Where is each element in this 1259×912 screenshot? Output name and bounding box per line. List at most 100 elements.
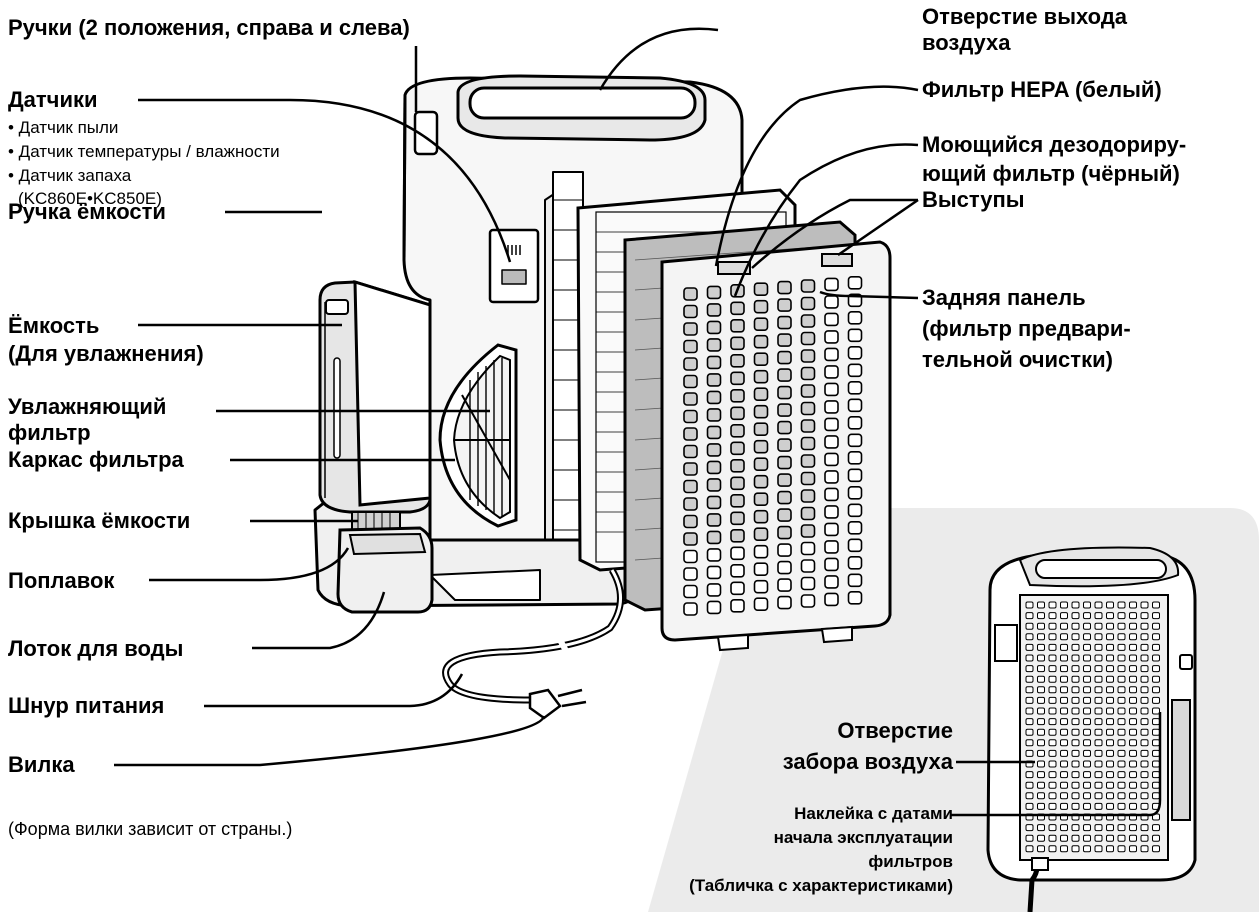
mini-panel-hole bbox=[1152, 622, 1160, 630]
mini-panel-hole bbox=[1140, 824, 1149, 832]
mini-panel-hole bbox=[1140, 665, 1149, 673]
mini-panel-hole bbox=[1094, 601, 1103, 609]
mini-panel-hole bbox=[1129, 781, 1137, 789]
mini-panel-hole bbox=[1152, 686, 1160, 694]
panel-hole bbox=[824, 557, 839, 572]
power-plug-icon bbox=[528, 688, 587, 720]
panel-hole bbox=[824, 400, 839, 414]
mini-panel-hole bbox=[1071, 834, 1080, 842]
panel-hole bbox=[800, 384, 816, 398]
label-handles: Ручки (2 положения, справа и слева) bbox=[8, 15, 410, 40]
mini-panel-hole bbox=[1094, 781, 1103, 789]
panel-hole bbox=[706, 320, 722, 335]
panel-hole bbox=[777, 543, 792, 557]
panel-hole bbox=[824, 295, 839, 309]
panel-hole bbox=[730, 301, 745, 316]
mini-panel-hole bbox=[1094, 845, 1103, 853]
mini-panel-hole bbox=[1071, 675, 1080, 683]
mini-panel-hole bbox=[1106, 675, 1114, 683]
mini-panel-hole bbox=[1071, 739, 1080, 747]
mini-panel-hole bbox=[1094, 654, 1103, 662]
mini-panel-hole bbox=[1094, 792, 1103, 800]
humidifying-filter bbox=[438, 343, 518, 528]
mini-panel-hole bbox=[1025, 612, 1034, 620]
mini-panel-hole bbox=[1048, 834, 1057, 842]
label-deodor-line1: Моющийся дезодориру- bbox=[922, 132, 1187, 157]
mini-panel-hole bbox=[1094, 802, 1103, 810]
mini-panel-hole bbox=[1037, 643, 1045, 651]
mini-panel-hole bbox=[1106, 834, 1114, 842]
panel-hole bbox=[706, 373, 722, 387]
panel-hole bbox=[730, 493, 745, 508]
panel-hole bbox=[777, 350, 792, 365]
mini-panel-hole bbox=[1129, 633, 1137, 641]
panel-hole bbox=[730, 371, 745, 386]
panel-hole bbox=[824, 505, 839, 519]
mini-panel-hole bbox=[1129, 622, 1137, 630]
mini-panel-hole bbox=[1140, 781, 1149, 789]
mini-panel-hole bbox=[1071, 654, 1080, 662]
panel-hole bbox=[753, 439, 769, 454]
mini-panel-hole bbox=[1106, 749, 1114, 757]
mini-panel-hole bbox=[1071, 749, 1080, 757]
mini-panel-hole bbox=[1129, 739, 1137, 747]
mini-panel-hole bbox=[1037, 781, 1045, 789]
panel-hole bbox=[847, 503, 863, 518]
mini-panel-hole bbox=[1071, 612, 1080, 620]
mini-panel-hole bbox=[1140, 792, 1149, 800]
panel-hole bbox=[847, 310, 863, 325]
mini-panel-hole bbox=[1060, 707, 1068, 715]
mini-panel-hole bbox=[1083, 718, 1091, 726]
mini-panel-hole bbox=[1129, 749, 1137, 757]
panel-hole bbox=[847, 275, 863, 290]
mini-panel-hole bbox=[1060, 665, 1068, 673]
panel-hole bbox=[777, 403, 792, 417]
mini-panel-hole bbox=[1083, 728, 1091, 736]
mini-panel-hole bbox=[1117, 675, 1126, 683]
mini-panel-hole bbox=[1071, 792, 1080, 800]
label-sensor-dust: • Датчик пыли bbox=[8, 118, 119, 137]
mini-panel-hole bbox=[1094, 728, 1103, 736]
mini-panel-hole bbox=[1048, 696, 1057, 704]
mini-panel-hole bbox=[1106, 728, 1114, 736]
panel-hole bbox=[683, 374, 698, 389]
mini-panel-hole bbox=[1083, 643, 1091, 651]
panel-hole bbox=[753, 562, 769, 577]
mini-panel-hole bbox=[1037, 612, 1045, 620]
label-tank-cap: Крышка ёмкости bbox=[8, 508, 191, 533]
mini-panel-hole bbox=[1071, 802, 1080, 810]
label-tank-line1: Ёмкость bbox=[8, 313, 100, 338]
mini-panel-hole bbox=[1152, 845, 1160, 853]
mini-panel-hole bbox=[1025, 643, 1034, 651]
label-sticker-line4: (Табличка с характеристиками) bbox=[689, 876, 953, 895]
mini-panel-hole bbox=[1048, 718, 1057, 726]
mini-panel-hole bbox=[1037, 739, 1045, 747]
panel-hole bbox=[683, 567, 698, 581]
mini-panel-hole bbox=[1106, 707, 1114, 715]
panel-hole bbox=[800, 419, 816, 433]
mini-panel-hole bbox=[1037, 675, 1045, 683]
panel-hole bbox=[683, 287, 698, 301]
mini-panel-hole bbox=[1152, 675, 1160, 683]
mini-panel-hole bbox=[1071, 633, 1080, 641]
panel-hole bbox=[730, 511, 745, 526]
mini-panel-hole bbox=[1083, 686, 1091, 694]
mini-panel-hole bbox=[1106, 686, 1114, 694]
mini-panel-hole bbox=[1094, 622, 1103, 630]
mini-panel-hole bbox=[1071, 760, 1080, 768]
mini-panel-hole bbox=[1048, 728, 1057, 736]
label-air-outlet-line2: воздуха bbox=[922, 30, 1011, 55]
panel-hole bbox=[730, 528, 745, 543]
mini-panel-hole bbox=[1106, 612, 1114, 620]
panel-hole bbox=[753, 509, 769, 524]
mini-panel-hole bbox=[1060, 771, 1068, 779]
panel-hole bbox=[706, 600, 722, 615]
panel-hole bbox=[706, 303, 722, 317]
panel-hole bbox=[800, 436, 816, 451]
mini-panel-hole bbox=[1048, 686, 1057, 694]
panel-hole bbox=[753, 369, 769, 384]
mini-panel-hole bbox=[1129, 665, 1137, 673]
panel-hole bbox=[706, 355, 722, 370]
mini-panel-hole bbox=[1037, 760, 1045, 768]
mini-panel-hole bbox=[1106, 792, 1114, 800]
